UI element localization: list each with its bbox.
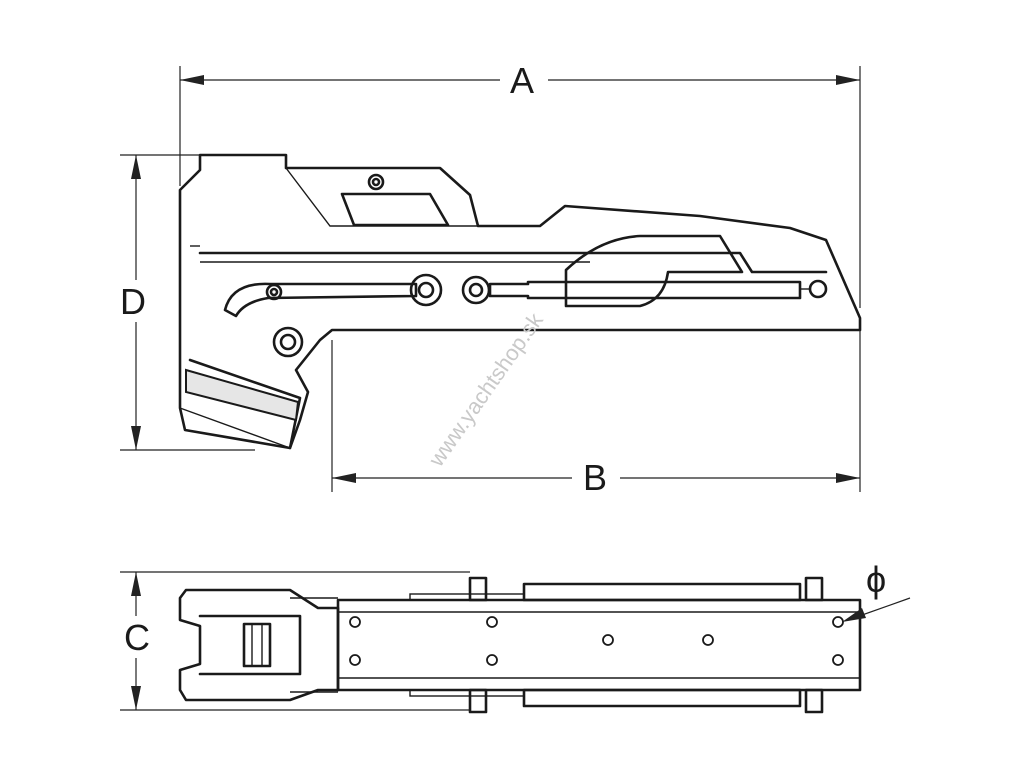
side-view-window bbox=[340, 192, 450, 227]
bolt-slot bbox=[265, 283, 283, 301]
watermark: www.yachtshop.sk bbox=[423, 307, 548, 471]
mount-hole bbox=[602, 634, 614, 646]
fitting-1 bbox=[468, 576, 488, 602]
mount-hole bbox=[832, 616, 844, 628]
mount-hole bbox=[832, 654, 844, 666]
fitting-4 bbox=[804, 688, 824, 714]
fitting-2 bbox=[468, 688, 488, 714]
mount-hole bbox=[349, 654, 361, 666]
top-view bbox=[178, 576, 862, 714]
top-view-roller bbox=[242, 622, 272, 668]
mount-hole bbox=[486, 616, 498, 628]
roller-link bbox=[461, 275, 491, 305]
roller-lower bbox=[272, 326, 304, 358]
bolt-top bbox=[367, 173, 385, 191]
dimension-label-c: C bbox=[124, 617, 150, 658]
top-view-plate bbox=[336, 598, 862, 692]
dimension-label-b: B bbox=[583, 457, 607, 498]
roller-middle bbox=[409, 273, 443, 307]
side-view bbox=[178, 153, 862, 450]
top-cylinder-upper bbox=[522, 582, 802, 602]
top-view-fork bbox=[178, 588, 340, 702]
dimension-lines bbox=[120, 66, 911, 711]
top-cylinder-lower bbox=[522, 688, 802, 708]
side-view-body-outline bbox=[178, 153, 862, 450]
side-view-slot bbox=[223, 282, 418, 318]
actuator-end bbox=[808, 279, 828, 299]
actuator-cylinder bbox=[488, 280, 802, 300]
mount-hole bbox=[349, 616, 361, 628]
mount-hole bbox=[486, 654, 498, 666]
dimension-label-diameter: ϕ bbox=[866, 559, 886, 600]
dimension-label-d: D bbox=[120, 281, 146, 322]
mount-hole bbox=[702, 634, 714, 646]
dimension-label-a: A bbox=[510, 60, 534, 101]
rear-cover bbox=[564, 234, 744, 308]
fitting-3 bbox=[804, 576, 824, 602]
